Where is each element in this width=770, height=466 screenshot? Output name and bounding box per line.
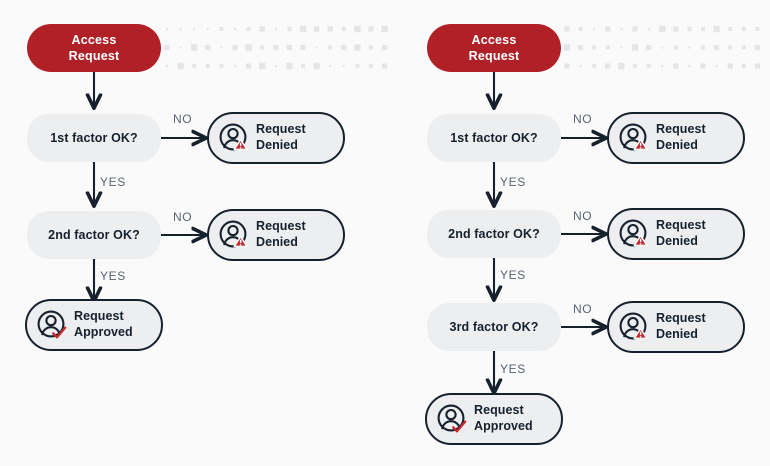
decision-node-label: 2nd factor OK? <box>48 228 140 242</box>
edge-label-yes-right-3: YES <box>500 362 526 376</box>
outcome-node-label: Request Approved <box>74 309 133 339</box>
decision-node-label: 1st factor OK? <box>50 131 138 145</box>
decision-node-1st-factor-left[interactable]: 1st factor OK? <box>27 114 161 162</box>
start-node-label: Access Request <box>68 32 120 63</box>
edge-label-yes-right-1: YES <box>500 175 526 189</box>
outcome-node-label: Request Denied <box>656 122 706 152</box>
decision-node-3rd-factor-right[interactable]: 3rd factor OK? <box>427 303 561 351</box>
outcome-node-request-denied-right-1[interactable]: Request Denied <box>607 112 745 164</box>
user-warning-icon <box>218 219 250 251</box>
edge-label-no-right-2: NO <box>573 209 593 223</box>
user-check-icon <box>436 403 468 435</box>
decision-node-label: 1st factor OK? <box>450 131 538 145</box>
decision-node-2nd-factor-right[interactable]: 2nd factor OK? <box>427 210 561 258</box>
outcome-node-request-approved-left[interactable]: Request Approved <box>25 299 163 351</box>
outcome-node-label: Request Denied <box>256 219 306 249</box>
outcome-node-label: Request Denied <box>256 122 306 152</box>
edge-label-no-left-1: NO <box>173 112 193 126</box>
start-node-label: Access Request <box>468 32 520 63</box>
outcome-node-request-denied-left-1[interactable]: Request Denied <box>207 112 345 164</box>
user-check-icon <box>36 309 68 341</box>
edge-label-no-right-3: NO <box>573 302 593 316</box>
outcome-node-request-denied-right-3[interactable]: Request Denied <box>607 301 745 353</box>
decision-node-label: 3rd factor OK? <box>449 320 539 334</box>
user-warning-icon <box>618 311 650 343</box>
edge-label-yes-left-1: YES <box>100 175 126 189</box>
decision-node-label: 2nd factor OK? <box>448 227 540 241</box>
outcome-node-label: Request Approved <box>474 403 533 433</box>
decision-node-1st-factor-right[interactable]: 1st factor OK? <box>427 114 561 162</box>
start-node-access-request-right[interactable]: Access Request <box>427 24 561 72</box>
user-warning-icon <box>218 122 250 154</box>
outcome-node-label: Request Denied <box>656 311 706 341</box>
edge-label-no-right-1: NO <box>573 112 593 126</box>
edge-label-no-left-2: NO <box>173 210 193 224</box>
decision-node-2nd-factor-left[interactable]: 2nd factor OK? <box>27 211 161 259</box>
start-node-access-request-left[interactable]: Access Request <box>27 24 161 72</box>
outcome-node-request-denied-right-2[interactable]: Request Denied <box>607 208 745 260</box>
edge-label-yes-left-2: YES <box>100 269 126 283</box>
outcome-node-request-approved-right[interactable]: Request Approved <box>425 393 563 445</box>
user-warning-icon <box>618 218 650 250</box>
outcome-node-request-denied-left-2[interactable]: Request Denied <box>207 209 345 261</box>
user-warning-icon <box>618 122 650 154</box>
edge-label-yes-right-2: YES <box>500 268 526 282</box>
outcome-node-label: Request Denied <box>656 218 706 248</box>
